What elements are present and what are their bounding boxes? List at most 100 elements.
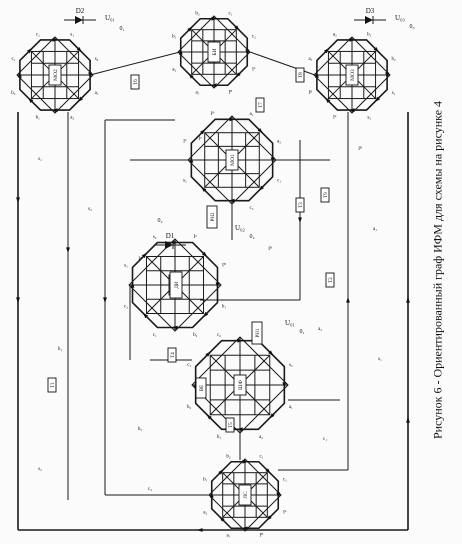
module-top-left-node-label: b₂ <box>11 91 16 96</box>
module-mo1-arrow <box>237 338 244 343</box>
module-top-center-node-label: Iᵘ <box>252 67 256 72</box>
t-box <box>295 197 305 213</box>
module-fi-arrow <box>141 252 148 259</box>
module-top-left-arrow <box>77 96 83 103</box>
t-box-label: Т2 <box>329 277 334 283</box>
module-top-right-node-label: s₂ <box>367 116 371 121</box>
module-top-right-node-label: b₁ <box>367 32 372 37</box>
bus-arrow <box>346 296 350 303</box>
module-top-left-node-label: s₂ <box>95 57 99 62</box>
module-bottom-arrow <box>266 515 272 521</box>
module-top-left-outline <box>19 39 91 111</box>
module-fi-arrow <box>172 240 179 245</box>
module-mo2-arrow <box>228 198 235 203</box>
top-link-b <box>249 51 316 76</box>
module-top-left-arrow <box>51 108 58 113</box>
module-mo2-arrow <box>257 128 264 134</box>
module-mo2-arrow <box>270 157 275 164</box>
t-box-label: Т8 <box>299 72 304 78</box>
bus-arrow <box>103 297 107 304</box>
module-bottom-node-label: c₁ <box>259 454 263 459</box>
ground-label: 0₃ <box>409 24 414 30</box>
module-fi-node-label: Iᵘ <box>194 235 198 240</box>
diode-d1-label: D1 <box>166 232 175 240</box>
module-top-left-node-label: s₁ <box>70 32 74 37</box>
module-fi-arrow <box>171 325 178 330</box>
module-top-right-box-text: МО3 <box>350 69 356 81</box>
module-bottom-arrow <box>276 492 281 499</box>
module-mo1-node-label: b₁ <box>217 435 222 440</box>
module-top-left-node-label: c₂ <box>36 32 40 37</box>
module-top-left-arrow <box>27 47 33 54</box>
free-node-label: s₁ <box>378 357 382 362</box>
module-top-left-node-label: a₂ <box>70 116 74 121</box>
free-node-label: s₂ <box>88 207 92 212</box>
module-top-left-node-label: b₁ <box>36 116 41 121</box>
module-bottom-arrow <box>242 459 249 464</box>
power-label: U₀₁ <box>285 319 295 327</box>
module-fi-arrow <box>202 311 209 318</box>
module-mo2-arrow <box>229 117 236 122</box>
module-top-center-arrow <box>211 16 218 21</box>
t-box <box>255 97 265 113</box>
free-node-label: c₂ <box>148 487 152 492</box>
module-fi-arrow <box>215 282 220 289</box>
module-fi-node-label: c₂ <box>124 304 128 309</box>
module-top-right-node-label: s₁ <box>392 91 396 96</box>
module-mo2-arrow <box>200 186 207 192</box>
t-box <box>325 272 335 288</box>
module-mo1-node-label: c₁ <box>187 363 191 368</box>
caption-text: Рисунок 6 - Ориентированный граф ИФМ для… <box>430 100 445 440</box>
module-bottom-node-label: c₂ <box>283 478 287 483</box>
module-fi-node-label: b₁ <box>222 304 227 309</box>
module-mo1-arrow <box>268 350 274 356</box>
module-top-right-outline <box>316 39 388 111</box>
module-bottom-node-label: a₁ <box>227 534 231 539</box>
ground-label: 0₂ <box>249 234 254 240</box>
module-top-center-arrow <box>188 73 194 79</box>
module-top-center-node-label: a₂ <box>172 67 176 72</box>
t-box <box>295 67 305 83</box>
ve-box <box>195 377 207 399</box>
module-top-right-arrow <box>373 47 380 53</box>
module-top-left-arrow <box>52 37 59 42</box>
module-top-center-arrow <box>234 25 240 31</box>
module-fi-node-label: Iᴮ <box>222 263 226 269</box>
module-mo1-arrow <box>282 382 287 389</box>
module-top-left-arrow <box>17 71 22 78</box>
free-node-label: Iᵘ <box>138 257 142 262</box>
module-fi-node-label: c₁ <box>153 333 157 338</box>
free-node-label: s₂ <box>38 467 42 472</box>
module-top-right-arrow <box>324 97 331 103</box>
module-top-right-arrow <box>314 71 319 78</box>
module-bottom-outline <box>210 460 280 530</box>
rn2-box <box>206 205 218 229</box>
module-top-left-node-label: a₁ <box>95 91 99 96</box>
module-bottom-node-label: Iᵘ <box>283 510 287 515</box>
ground-label: 0₁ <box>119 26 124 32</box>
module-mo2-node-label: Iᵘ <box>183 139 187 144</box>
module-mo2-outline <box>190 118 274 202</box>
module-top-center-arrow <box>178 48 183 55</box>
module-top-right-node-label: a₁ <box>308 57 312 62</box>
module-mo1-label-box <box>233 374 247 396</box>
module-mo2-node-label: a₁ <box>250 112 254 117</box>
module-mo1-node-label: c₂ <box>217 333 221 338</box>
module-top-right-arrow <box>348 108 355 113</box>
module-mo2-node-label: a₂ <box>277 139 281 144</box>
module-top-center-arrow <box>210 83 217 88</box>
t-box-label: Т7 <box>259 102 264 108</box>
module-fi-arrow <box>130 281 135 288</box>
module-mo2-arrow <box>189 156 194 163</box>
module-top-center-arrow <box>245 49 250 56</box>
rn1-box <box>251 321 263 345</box>
module-top-right-node-label: a₂ <box>333 32 337 37</box>
di-box <box>169 271 183 299</box>
t-box <box>225 417 235 433</box>
module-mo2-arrow <box>200 128 206 135</box>
module-top-center-node-label: b₂ <box>195 11 200 16</box>
module-top-left-arrow <box>76 47 83 53</box>
t-box-label: Т3 <box>299 202 304 208</box>
module-bottom-arrow <box>219 516 225 522</box>
